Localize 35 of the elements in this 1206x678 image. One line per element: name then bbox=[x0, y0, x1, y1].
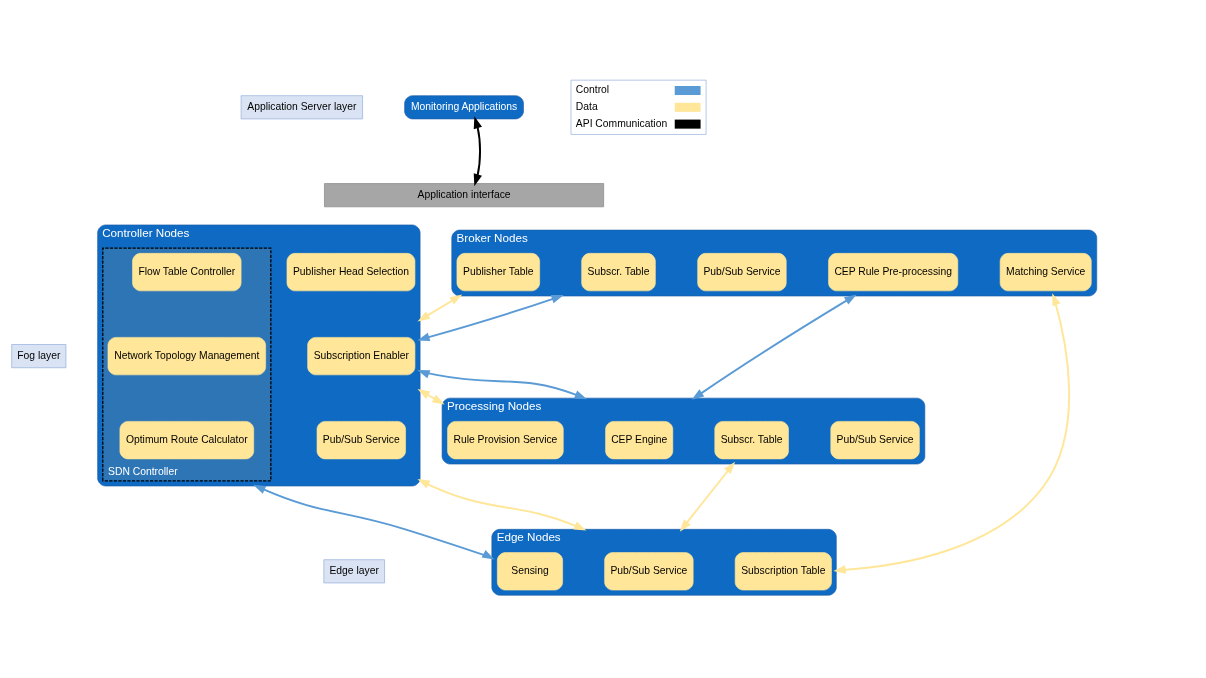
arrow bbox=[473, 116, 482, 187]
node-box: CEP Rule Pre-processing bbox=[828, 253, 959, 292]
node-box: Edge layer bbox=[323, 559, 385, 584]
node-box: Network Topology Management bbox=[107, 337, 266, 376]
node-box: CEP Engine bbox=[605, 421, 674, 460]
node-box: Flow Table Controller bbox=[132, 253, 242, 292]
legend-label: Data bbox=[575, 100, 598, 112]
node-box: Application interface bbox=[324, 183, 604, 208]
node-box: Application Server layer bbox=[240, 95, 363, 120]
arrow bbox=[417, 294, 463, 322]
node-box: Rule Provision Service bbox=[447, 421, 564, 460]
node-box: Optimum Route Calculator bbox=[119, 421, 254, 460]
node-box: Publisher Table bbox=[456, 253, 540, 292]
node-box: Pub/Sub Service bbox=[830, 421, 920, 460]
node-box: Subscription Enabler bbox=[307, 337, 416, 376]
node-box: Matching Service bbox=[999, 253, 1092, 292]
node-box: Subscr. Table bbox=[714, 421, 789, 460]
node-box: Fog layer bbox=[11, 344, 67, 369]
arrow bbox=[417, 295, 564, 341]
node-box: Subscr. Table bbox=[581, 253, 656, 292]
node-box: Pub/Sub Service bbox=[697, 253, 787, 292]
node-box: Pub/Sub Service bbox=[604, 552, 694, 591]
arrow bbox=[691, 294, 857, 400]
legend-label: Control bbox=[575, 83, 610, 95]
legend-label: API Communication bbox=[575, 117, 668, 129]
arrow bbox=[833, 293, 1071, 574]
node-box: Sensing bbox=[497, 552, 563, 591]
node-box: Pub/Sub Service bbox=[316, 421, 406, 460]
arrow bbox=[417, 478, 587, 531]
arrow bbox=[679, 461, 736, 532]
node-box: Monitoring Applications bbox=[404, 95, 524, 120]
arrow bbox=[417, 389, 445, 405]
node-box: Publisher Head Selection bbox=[286, 253, 416, 292]
node-box: Subscription Table bbox=[734, 552, 832, 591]
arrow bbox=[253, 484, 495, 560]
